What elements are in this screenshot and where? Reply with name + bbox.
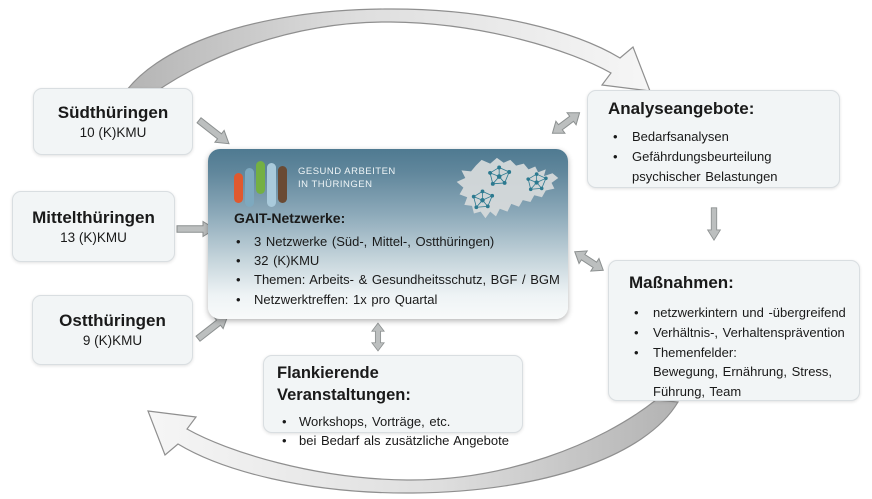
bullet-continuation: Bewegung, Ernährung, Stress, [653, 364, 833, 380]
bullet-continuation: Führung, Team [653, 384, 742, 400]
box-mittelthueringen: Mittelthüringen 13 (K)KMU [12, 191, 175, 262]
bullet-continuation: psychischer Belastungen [632, 168, 778, 184]
bullet-item: Verhältnis-, Verhaltensprävention [629, 323, 853, 343]
arrow-suedthueringen-to-center-icon [193, 113, 235, 151]
region-title: Mittelthüringen [32, 207, 155, 227]
curved-arrow-top-icon [119, 8, 651, 103]
bullet-text: Gefährdungsbeurteilung [632, 148, 772, 164]
box-suedthueringen: Südthüringen 10 (K)KMU [33, 88, 193, 155]
box-massnahmen: Maßnahmen: netzwerkintern und -übergreif… [608, 260, 860, 401]
bullet-item: Themen: Arbeits- & Gesundheitsschutz, BG… [234, 270, 564, 289]
logo-bar [256, 161, 265, 194]
box-flankierende-veranstaltungen: Flankierende Veranstaltungen: Workshops,… [263, 355, 523, 451]
gait-logo-text: GESUND ARBEITEN IN THÜRINGEN [298, 166, 396, 191]
bullet-text: Themenfelder: [653, 344, 737, 360]
region-subtitle: 9 (K)KMU [82, 333, 143, 349]
analyse-title: Analyseangebote: [608, 99, 755, 118]
bullet-item: bei Bedarf als zusätzliche Angebote [277, 431, 514, 450]
bullet-item: Workshops, Vorträge, etc. [277, 412, 514, 431]
map-silhouette [456, 157, 559, 219]
bullet-item: 32 (K)KMU [234, 251, 564, 270]
bullet-item: Netzwerktreffen: 1x pro Quartal [234, 290, 564, 309]
region-title: Ostthüringen [59, 311, 166, 331]
double-arrow-center-massnahmen-icon [570, 244, 608, 278]
bullet-item: Bedarfsanalysen [608, 127, 831, 147]
massnahmen-title: Maßnahmen: [629, 273, 734, 292]
thueringen-map-icon [456, 157, 559, 219]
region-title: Südthüringen [57, 102, 169, 122]
logo-bar [245, 168, 254, 207]
logo-bar [278, 166, 287, 203]
bullet-item: netzwerkintern und -übergreifend [629, 303, 853, 323]
box-analyseangebote: Analyseangebote: Bedarfsanalysen Gefährd… [587, 90, 840, 188]
gait-logo-bars-icon [234, 159, 290, 209]
logo-text-line1: GESUND ARBEITEN [298, 166, 396, 177]
flankierende-title: Flankierende Veranstaltungen: [277, 364, 411, 404]
logo-bar [267, 163, 276, 207]
center-bullet-list: 3 Netzwerke (Süd-, Mittel-, Ostthüringen… [234, 232, 564, 309]
analyse-bullet-list: Bedarfsanalysen Gefährdungsbeurteilung p… [608, 127, 831, 186]
bullet-item: 3 Netzwerke (Süd-, Mittel-, Ostthüringen… [234, 232, 564, 251]
arrow-analyse-to-massnahmen-icon [707, 207, 721, 241]
bullet-item: Gefährdungsbeurteilung psychischer Belas… [608, 147, 831, 187]
double-arrow-center-analyse-icon [547, 106, 585, 140]
double-arrow-center-flankierende-icon [371, 322, 385, 352]
region-subtitle: 13 (K)KMU [60, 229, 127, 245]
center-title: GAIT-Netzwerke: [234, 210, 346, 226]
massnahmen-bullet-list: netzwerkintern und -übergreifend Verhält… [629, 303, 853, 402]
box-ostthueringen: Ostthüringen 9 (K)KMU [32, 295, 193, 365]
gait-center-box: GESUND ARBEITEN IN THÜRINGEN [208, 149, 568, 319]
region-subtitle: 10 (K)KMU [79, 124, 147, 140]
bullet-item: Themenfelder: Bewegung, Ernährung, Stres… [629, 343, 853, 402]
logo-text-line2: IN THÜRINGEN [298, 178, 373, 190]
logo-bar [234, 173, 243, 203]
flankierende-bullet-list: Workshops, Vorträge, etc. bei Bedarf als… [277, 412, 514, 451]
